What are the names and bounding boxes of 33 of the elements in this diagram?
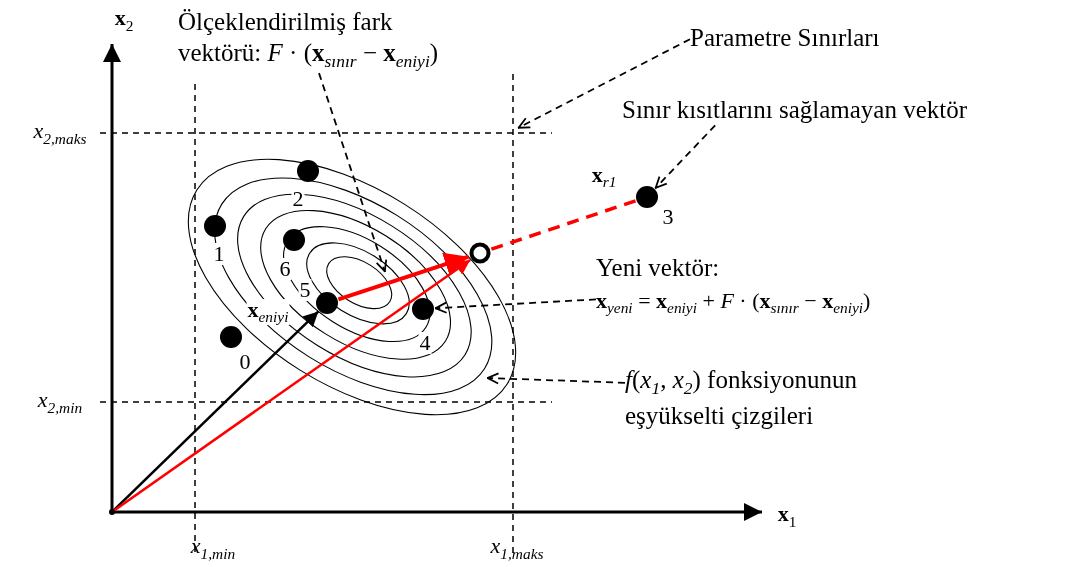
point-number: 6 (278, 258, 292, 280)
axis-label: x$_{2}$ (114, 5, 134, 35)
population-point (297, 160, 319, 182)
boundary-label: x$_{1,maks}$ (490, 533, 544, 563)
population-point (204, 215, 226, 237)
leader-arrow (654, 124, 717, 190)
annotation-text: Parametre Sınırları (690, 22, 880, 54)
point-number: 4 (418, 332, 432, 354)
vector-arrow (337, 252, 470, 302)
population-point (283, 229, 305, 251)
leader-arrow (434, 298, 597, 314)
boundary-label: x$_{1,min}$ (190, 533, 236, 563)
population-point (412, 298, 434, 320)
annotation-text: Sınır kısıtlarını sağlamayan vektör (622, 94, 968, 126)
annotation-text: f(x$_{1}$, x$_{2}$) fonksiyonunun eşyükselti çizgileri (625, 364, 875, 432)
population-point (316, 292, 338, 314)
open-circle-point (469, 242, 491, 264)
population-point (220, 326, 242, 348)
point-number: 1 (212, 243, 226, 265)
boundary-label: x$_{2,min}$ (37, 387, 83, 417)
leader-arrow (486, 372, 626, 385)
boundary-label: x$_{2,maks}$ (33, 118, 87, 148)
origin-point (109, 509, 115, 515)
annotation-heading: Yeni vektör: (596, 253, 721, 283)
point-number: 5 (298, 279, 312, 301)
vector-arrow (112, 258, 471, 513)
leader-arrow (318, 72, 388, 273)
population-point (636, 186, 658, 208)
vector-label: x$_{eniyi}$ (246, 299, 290, 325)
leader-arrow (517, 38, 691, 129)
annotation-text: Ölçeklendirilmiş fark vektörü: F · (x$_{sınır}$ − x$_{eniyi}$) (178, 6, 478, 74)
formula-text: x$_{yeni}$ = x$_{eniyi}$ + F · (x$_{sınır}$ − x$_{eniyi}$) (596, 287, 871, 318)
axis-label: x$_{1}$ (777, 501, 797, 531)
